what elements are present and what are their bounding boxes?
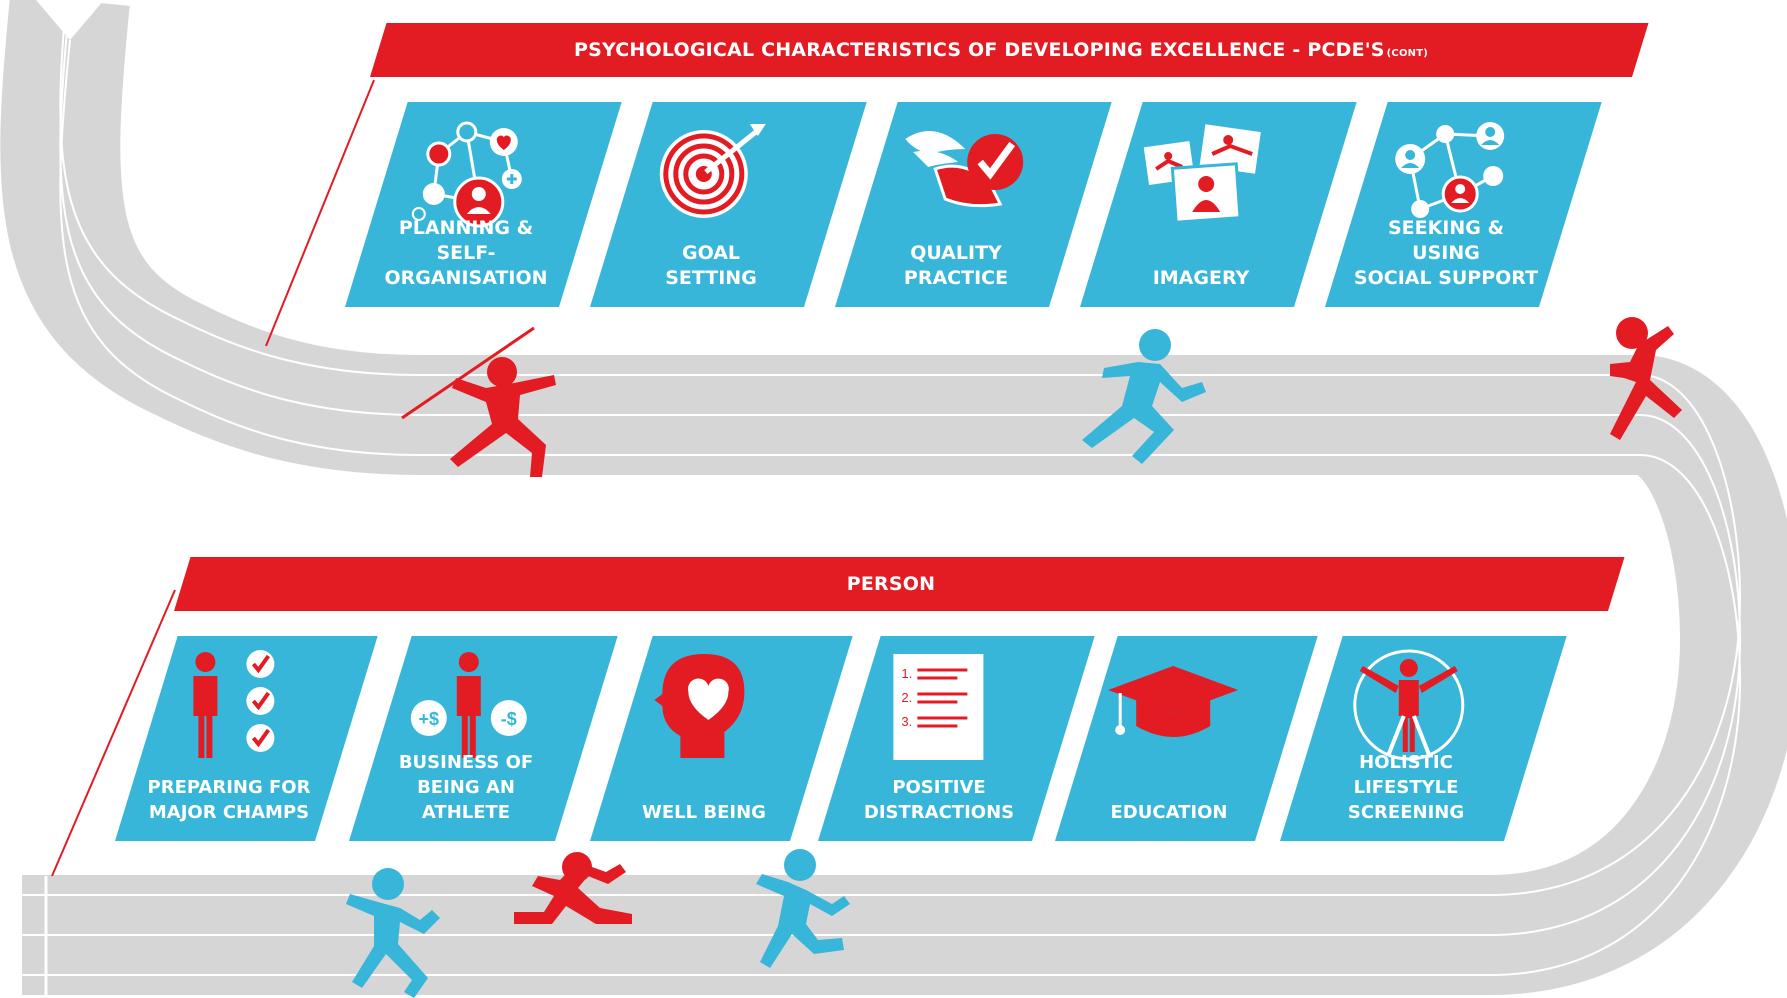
network-person-icon [411, 121, 522, 228]
tile-imagery: IMAGERY [1080, 102, 1357, 307]
tile-label: IMAGERY [1152, 267, 1250, 289]
tile-planning-self-organisation: PLANNING & SELF-ORGANISATION [345, 102, 622, 307]
banner-person-title: PERSON [846, 573, 936, 595]
banner-pcde: PSYCHOLOGICAL CHARACTERISTICS OF DEVELOP… [370, 23, 1649, 77]
target-arrow-icon [659, 124, 766, 218]
banner-pcde-title: PSYCHOLOGICAL CHARACTERISTICS OF DEVELOP… [573, 39, 1385, 61]
tile-label: GOAL SETTING [665, 242, 757, 289]
banner-person: PERSON [174, 557, 1625, 611]
tile-label: HOLISTIC LIFESTYLE SCREENING [1347, 752, 1465, 823]
person-money-icon: +$ -$ [410, 652, 527, 758]
banner-pcde-suffix: (CONT) [1386, 47, 1429, 59]
guide-line-top [265, 79, 375, 347]
list-number-3: 3. [901, 714, 912, 729]
vitruvian-person-icon [1353, 649, 1465, 761]
tile-holistic-lifestyle: HOLISTIC LIFESTYLE SCREENING [1280, 636, 1567, 841]
tile-preparing-major-champs: PREPARING FOR MAJOR CHAMPS [115, 636, 378, 841]
numbered-list-icon: 1. 2. 3. [893, 654, 984, 760]
tile-social-support: SEEKING & USING SOCIAL SUPPORT [1325, 102, 1602, 307]
tile-positive-distractions: 1. 2. 3. POSITIVE DISTRACTIONS [818, 636, 1095, 841]
tile-label: PREPARING FOR MAJOR CHAMPS [147, 777, 311, 823]
tile-label: WELL BEING [642, 802, 766, 823]
money-minus-label: -$ [501, 709, 517, 729]
tile-business-athlete: +$ -$ BUSINESS OF BEING AN ATHLETE [349, 636, 618, 841]
social-network-icon [1395, 122, 1505, 218]
tile-label: QUALITY PRACTICE [903, 242, 1009, 289]
tile-label: POSITIVE DISTRACTIONS [863, 777, 1015, 823]
list-number-2: 2. [901, 690, 912, 705]
tile-label: PLANNING & SELF-ORGANISATION [384, 217, 548, 289]
photos-icon [1143, 124, 1261, 224]
winged-shoe-check-icon [905, 131, 1024, 208]
list-number-1: 1. [901, 666, 912, 681]
track-lane-line-3 [22, 39, 1742, 976]
tile-well-being: WELL BEING [590, 636, 853, 841]
tile-label: SEEKING & USING SOCIAL SUPPORT [1353, 217, 1539, 289]
tile-label: EDUCATION [1110, 802, 1228, 823]
graduation-cap-icon [1108, 666, 1239, 737]
money-plus-label: +$ [419, 709, 440, 729]
tile-quality-practice: QUALITY PRACTICE [835, 102, 1112, 307]
guide-line-bottom [51, 589, 176, 877]
head-heart-icon [654, 654, 745, 758]
tile-goal-setting: GOAL SETTING [590, 102, 867, 307]
tile-education: EDUCATION [1055, 636, 1318, 841]
track-start-notch [36, 0, 104, 40]
tile-label: BUSINESS OF BEING AN ATHLETE [398, 752, 534, 823]
person-checklist-icon [193, 650, 275, 758]
